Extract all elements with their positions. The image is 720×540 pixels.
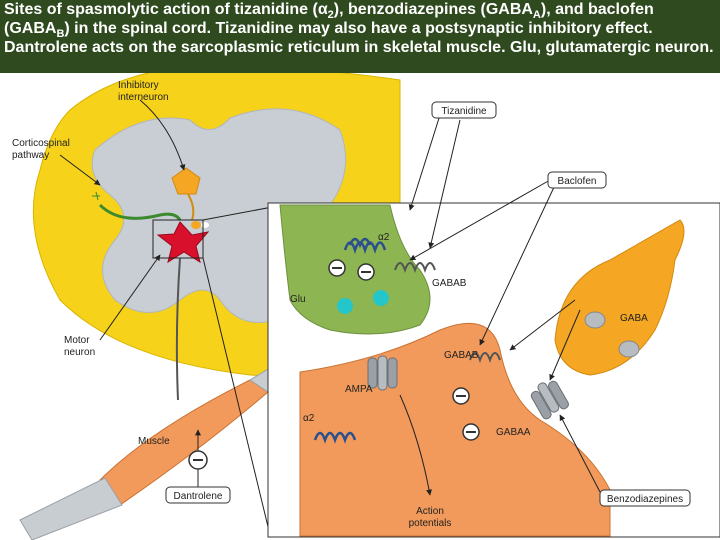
- arrow-tizanidine-outer: [408, 114, 441, 211]
- caption-part-4: ) in the spinal cord. Tizanidine may als…: [4, 20, 714, 56]
- benzodiazepines-box: Benzodiazepines: [599, 489, 691, 507]
- caption-part-3: ), and baclofen (GABA: [4, 1, 654, 37]
- gabaa-receptor: [530, 380, 569, 420]
- inhibit-icon-1: [328, 259, 346, 277]
- arrow-gaba-1: [509, 299, 576, 351]
- arrow-action-potentials: [399, 394, 432, 496]
- pointer-inhibitory: [139, 99, 186, 171]
- motor-neuron-label-line1: Motor: [64, 335, 90, 346]
- arrow-baclofen-1: [409, 179, 551, 261]
- arrow-tizanidine-inner: [428, 119, 461, 249]
- corticospinal-label-line1: Corticospinal: [12, 138, 70, 149]
- zoom-region: [152, 219, 204, 259]
- gabab-top-label: GABAB: [432, 278, 467, 289]
- zoom-line-bottom: [202, 257, 271, 536]
- caption-part-2: ), benzodiazepines (GABA: [333, 1, 533, 18]
- corticospinal-axon: [98, 203, 182, 221]
- arrow-benzo: [559, 414, 601, 493]
- caption-part-1: Sites of spasmolytic action of tizanidin…: [4, 1, 328, 18]
- dantrolene-label: Dantrolene: [174, 491, 223, 502]
- caption-sub-a: A: [532, 9, 541, 22]
- gaba-label: GABA: [620, 313, 648, 324]
- pointer-motor-neuron: [99, 254, 161, 341]
- benzodiazepines-label: Benzodiazepines: [607, 494, 683, 505]
- vesicle-1: [337, 298, 353, 314]
- muscle-label: Muscle: [138, 436, 170, 447]
- action-potentials-line2: potentials: [409, 518, 452, 529]
- motor-axon: [175, 257, 181, 401]
- motor-neuron-label-line2: neuron: [64, 347, 95, 358]
- inhibit-icon-2: [357, 263, 375, 281]
- gabab-receptor-mid: [469, 352, 501, 363]
- muscle: [19, 367, 281, 540]
- alpha2-left-label: α2: [303, 413, 315, 424]
- figure-caption: Sites of spasmolytic action of tizanidin…: [0, 0, 720, 73]
- inhibitory-label-line1: Inhibitory: [118, 80, 159, 91]
- gaba-vesicle-1: [584, 311, 606, 329]
- baclofen-box: Baclofen: [547, 171, 607, 189]
- gabaa-label: GABAA: [496, 427, 531, 438]
- vesicle-2: [373, 290, 389, 306]
- alpha2-receptor-left: [313, 431, 357, 444]
- pointer-corticospinal: [59, 154, 101, 186]
- gaba-vesicle-2: [618, 340, 640, 358]
- dantrolene-box: Dantrolene: [165, 486, 231, 504]
- inhibit-icon-4: [462, 423, 480, 441]
- gaba-terminal: [554, 219, 685, 376]
- alpha2-top-label: α2: [378, 232, 390, 243]
- glu-label: Glu: [290, 294, 306, 305]
- inhibitory-label-line2: interneuron: [118, 92, 169, 103]
- corticospinal-label-line2: pathway: [12, 150, 49, 161]
- caption-sub-alpha2: 2: [327, 9, 334, 22]
- gabab-mid-label: GABAB: [444, 350, 479, 361]
- central-canal: [201, 222, 209, 228]
- tizanidine-box: Tizanidine: [431, 101, 497, 119]
- baclofen-label: Baclofen: [558, 176, 597, 187]
- caption-sub-b: B: [56, 28, 65, 41]
- inhibit-icon-3: [452, 387, 470, 405]
- glu-neuron: [279, 204, 431, 335]
- arrow-baclofen-2: [479, 184, 556, 346]
- inhibitory-interneuron: [171, 167, 201, 229]
- arrow-gaba-2: [549, 309, 581, 381]
- action-potentials-line1: Action: [416, 506, 444, 517]
- tizanidine-label: Tizanidine: [441, 106, 487, 117]
- ampa-receptor: [367, 355, 398, 391]
- alpha2-receptor-top: [343, 237, 387, 254]
- ampa-label: AMPA: [345, 384, 373, 395]
- gabab-receptor-top: [394, 262, 436, 273]
